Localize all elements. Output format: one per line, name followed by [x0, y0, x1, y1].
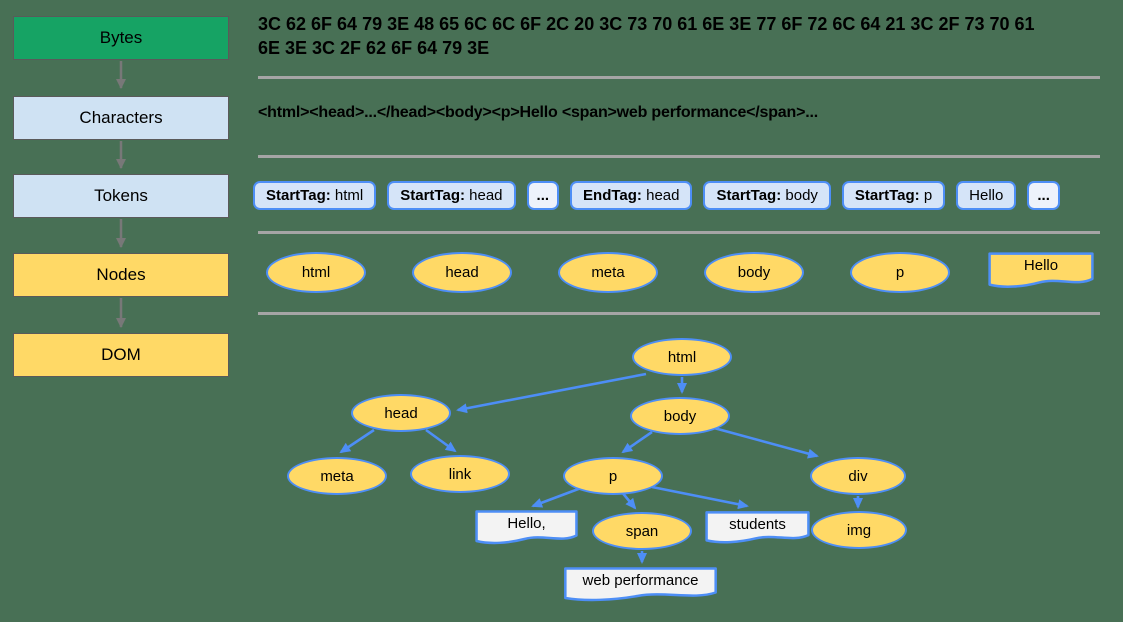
edge-head-meta	[339, 428, 375, 454]
node-head: head	[412, 252, 512, 293]
token-value: head	[464, 187, 503, 204]
edge-p-students-text	[651, 485, 749, 510]
node-label: html	[667, 348, 697, 366]
node-label: html	[301, 264, 331, 281]
row-separator	[258, 155, 1100, 158]
node-label: link	[448, 465, 472, 483]
token-type: EndTag:	[583, 187, 642, 204]
node-label: span	[625, 522, 659, 540]
token-ellipsis: ...	[1027, 181, 1060, 210]
node-label: Hello	[1023, 257, 1059, 274]
token-type: ...	[1037, 187, 1050, 204]
token-type: StartTag:	[266, 187, 331, 204]
dom-node-webperf-text: web performance	[563, 567, 718, 605]
stage-label: Tokens	[94, 186, 148, 205]
document-shape	[475, 510, 578, 548]
dom-node-head: head	[351, 394, 451, 432]
stage-label: Bytes	[99, 28, 143, 47]
node-body: body	[704, 252, 804, 293]
row-separator	[258, 231, 1100, 234]
stage-label: Characters	[79, 108, 163, 127]
token-starttag-body: StartTag: body	[703, 181, 831, 210]
token-value: head	[641, 187, 680, 204]
edge-head-link	[425, 428, 457, 453]
dom-node-students-text: students	[705, 511, 810, 547]
node-p: p	[850, 252, 950, 293]
row-separator	[258, 76, 1100, 79]
stage-characters: Characters	[13, 96, 229, 140]
token-value: html	[330, 187, 364, 204]
characters-markup-text: <html><head>...</head><body><p>Hello <sp…	[258, 104, 818, 121]
node-label: head	[384, 404, 418, 422]
edge-p-hello-text	[531, 486, 582, 508]
node-label: img	[846, 521, 872, 539]
node-label: students	[729, 516, 786, 533]
bytes-hex-text: 3C 62 6F 64 79 3E 48 65 6C 6C 6F 2C 20 3…	[258, 14, 1035, 59]
node-label: meta	[320, 467, 354, 485]
token-value: p	[919, 187, 933, 204]
row-separator	[258, 312, 1100, 315]
dom-node-p: p	[563, 457, 663, 495]
node-label: web performance	[582, 572, 699, 589]
node-meta: meta	[558, 252, 658, 293]
token-value: body	[781, 187, 818, 204]
stage-nodes: Nodes	[13, 253, 229, 297]
token-starttag-head: StartTag: head	[387, 181, 516, 210]
node-label: div	[848, 467, 868, 485]
token-endtag-head: EndTag: head	[570, 181, 693, 210]
dom-node-div: div	[810, 457, 906, 495]
tokens-row: StartTag: html StartTag: head ... EndTag…	[253, 181, 1109, 210]
document-shape	[563, 567, 718, 605]
token-starttag-p: StartTag: p	[841, 181, 946, 210]
dom-node-meta: meta	[287, 457, 387, 495]
node-label: p	[895, 264, 905, 281]
document-shape	[705, 511, 810, 547]
document-shape	[988, 252, 1094, 292]
dom-node-img: img	[811, 511, 907, 549]
edge-html-head	[456, 372, 647, 414]
token-starttag-html: StartTag: html	[253, 181, 377, 210]
token-type: StartTag:	[854, 187, 920, 204]
node-label: p	[608, 467, 618, 485]
edge-body-div	[713, 426, 819, 459]
dom-node-span: span	[592, 512, 692, 550]
dom-node-html: html	[632, 338, 732, 376]
node-label: head	[445, 264, 479, 281]
node-hello-text: Hello	[988, 252, 1094, 292]
token-hello: Hello	[956, 181, 1017, 210]
token-ellipsis: ...	[526, 181, 560, 210]
token-type: StartTag:	[400, 187, 465, 204]
stage-label: Nodes	[96, 265, 146, 284]
stage-dom: DOM	[13, 333, 229, 377]
dom-node-link: link	[410, 455, 510, 493]
edge-body-p	[621, 430, 653, 454]
dom-node-body: body	[630, 397, 730, 435]
token-value: Hello	[969, 187, 1004, 204]
stage-bytes: Bytes	[13, 16, 229, 60]
node-label: body	[663, 407, 697, 425]
token-type: StartTag:	[716, 187, 782, 204]
node-label: meta	[591, 264, 625, 281]
token-type: ...	[536, 187, 550, 204]
stage-tokens: Tokens	[13, 174, 229, 218]
stage-label: DOM	[101, 345, 141, 364]
node-label: Hello,	[507, 515, 546, 532]
dom-node-hello-text: Hello,	[475, 510, 578, 548]
node-html: html	[266, 252, 366, 293]
node-label: body	[737, 264, 771, 281]
